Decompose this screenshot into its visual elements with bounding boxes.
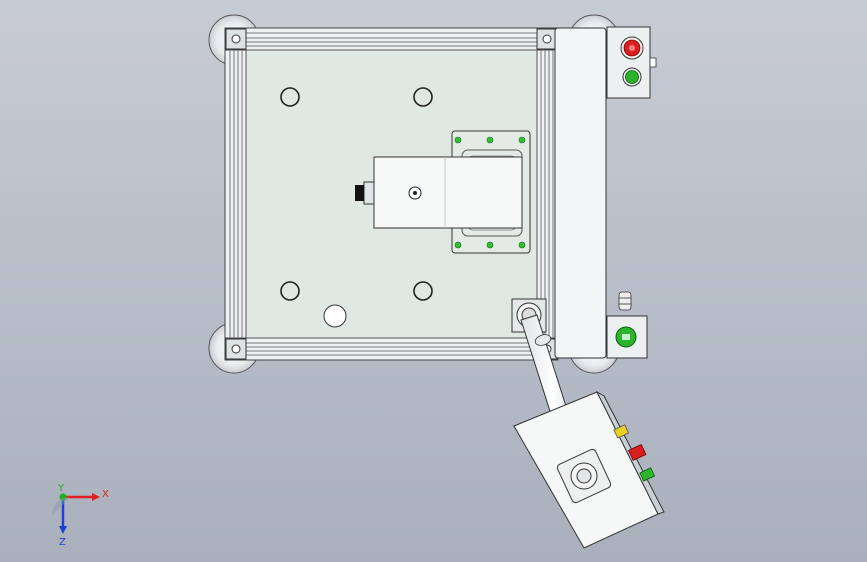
coordinate-triad: X Y Z — [51, 483, 109, 548]
control-box-bottom[interactable] — [606, 291, 648, 359]
mounting-hole — [413, 281, 433, 301]
y-axis-dot — [59, 493, 67, 501]
z-axis-label: Z — [59, 537, 66, 548]
mounting-hole — [413, 87, 433, 107]
emergency-stop-button[interactable] — [620, 36, 644, 60]
mounting-hole — [280, 87, 300, 107]
operator-pendant[interactable] — [513, 390, 665, 549]
corner-brackets — [225, 28, 558, 360]
mounting-holes — [280, 87, 433, 301]
pendant-stop-button[interactable] — [628, 443, 647, 461]
side-rail-cover[interactable] — [554, 27, 607, 359]
mounting-hole — [280, 281, 300, 301]
pendant-indicator-yellow[interactable] — [613, 424, 630, 439]
cable-port-hole — [323, 304, 347, 328]
mount-screws — [454, 136, 526, 249]
motor-connector — [355, 181, 375, 205]
control-box-top[interactable] — [606, 26, 657, 99]
y-axis-label: Y — [57, 483, 65, 494]
start-button[interactable] — [622, 67, 642, 87]
pendant-flange — [556, 448, 612, 504]
cable-gland — [618, 291, 632, 311]
motor-housing[interactable] — [373, 156, 523, 229]
x-axis-label: X — [102, 489, 109, 500]
pendant-start-button[interactable] — [639, 467, 656, 482]
